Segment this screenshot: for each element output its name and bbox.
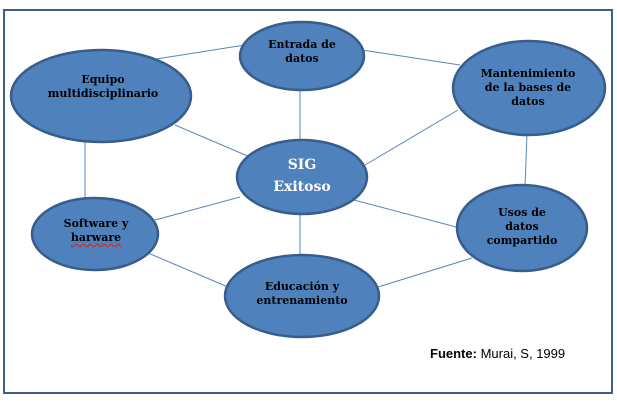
- source-text: Murai, S, 1999: [480, 346, 566, 361]
- node-equipo-line1: Equipo: [81, 73, 125, 86]
- edge-entrada-mantenimiento: [361, 49, 461, 66]
- node-center-line1: SIG: [287, 157, 317, 173]
- node-mantenimiento-line1: Mantenimiento: [480, 67, 576, 80]
- node-educacion-line2: entrenamiento: [256, 294, 348, 307]
- node-entrada-label: Entrada de datos: [268, 38, 336, 66]
- node-usos-line2: datos: [505, 220, 539, 233]
- node-software-shape: [30, 196, 160, 272]
- edge-usos-educacion: [377, 257, 473, 288]
- node-center-line2: Exitoso: [273, 179, 331, 195]
- source-label: Fuente:: [430, 346, 477, 361]
- source-caption: Fuente: Murai, S, 1999: [430, 346, 565, 361]
- edge-center-mantenimiento: [364, 109, 459, 166]
- node-mantenimiento-line2: de la bases de: [484, 81, 572, 94]
- node-mantenimiento-shape: [451, 39, 607, 137]
- node-usos-line3: compartido: [486, 234, 558, 247]
- node-usos-label: Usos de datos compartido: [487, 206, 558, 248]
- node-equipo-line2: multidisciplinario: [47, 87, 159, 100]
- node-software-line1: Software y: [63, 217, 129, 230]
- node-equipo-label: Equipo multidisciplinario: [48, 73, 159, 101]
- node-entrada-shape: [238, 20, 366, 92]
- node-usos-shape: [455, 183, 589, 273]
- node-entrada-line2: datos: [285, 52, 319, 65]
- edge-mantenimiento-usos: [524, 132, 528, 189]
- node-educacion-shape: [223, 253, 381, 339]
- node-center-shape: [235, 138, 369, 216]
- edge-center-software: [154, 196, 241, 221]
- node-software-label: Software y harware: [64, 217, 129, 245]
- node-equipo-shape: [9, 48, 193, 144]
- edge-educacion-software: [147, 252, 229, 288]
- diagram-nodes: [9, 20, 607, 339]
- node-software-line2: harware: [70, 231, 122, 244]
- node-entrada-line1: Entrada de: [268, 38, 336, 51]
- connector-lines: [84, 44, 528, 288]
- node-mantenimiento-label: Mantenimiento de la bases de datos: [481, 67, 576, 109]
- edge-center-equipo: [174, 124, 251, 158]
- node-educacion-label: Educación y entrenamiento: [256, 280, 347, 308]
- node-educacion-line1: Educación y: [264, 280, 340, 293]
- edge-equipo-entrada: [149, 44, 246, 61]
- node-center-label: SIG Exitoso: [273, 154, 330, 198]
- node-mantenimiento-line3: datos: [511, 95, 545, 108]
- node-usos-line1: Usos de: [498, 206, 546, 219]
- edge-center-usos: [353, 199, 461, 229]
